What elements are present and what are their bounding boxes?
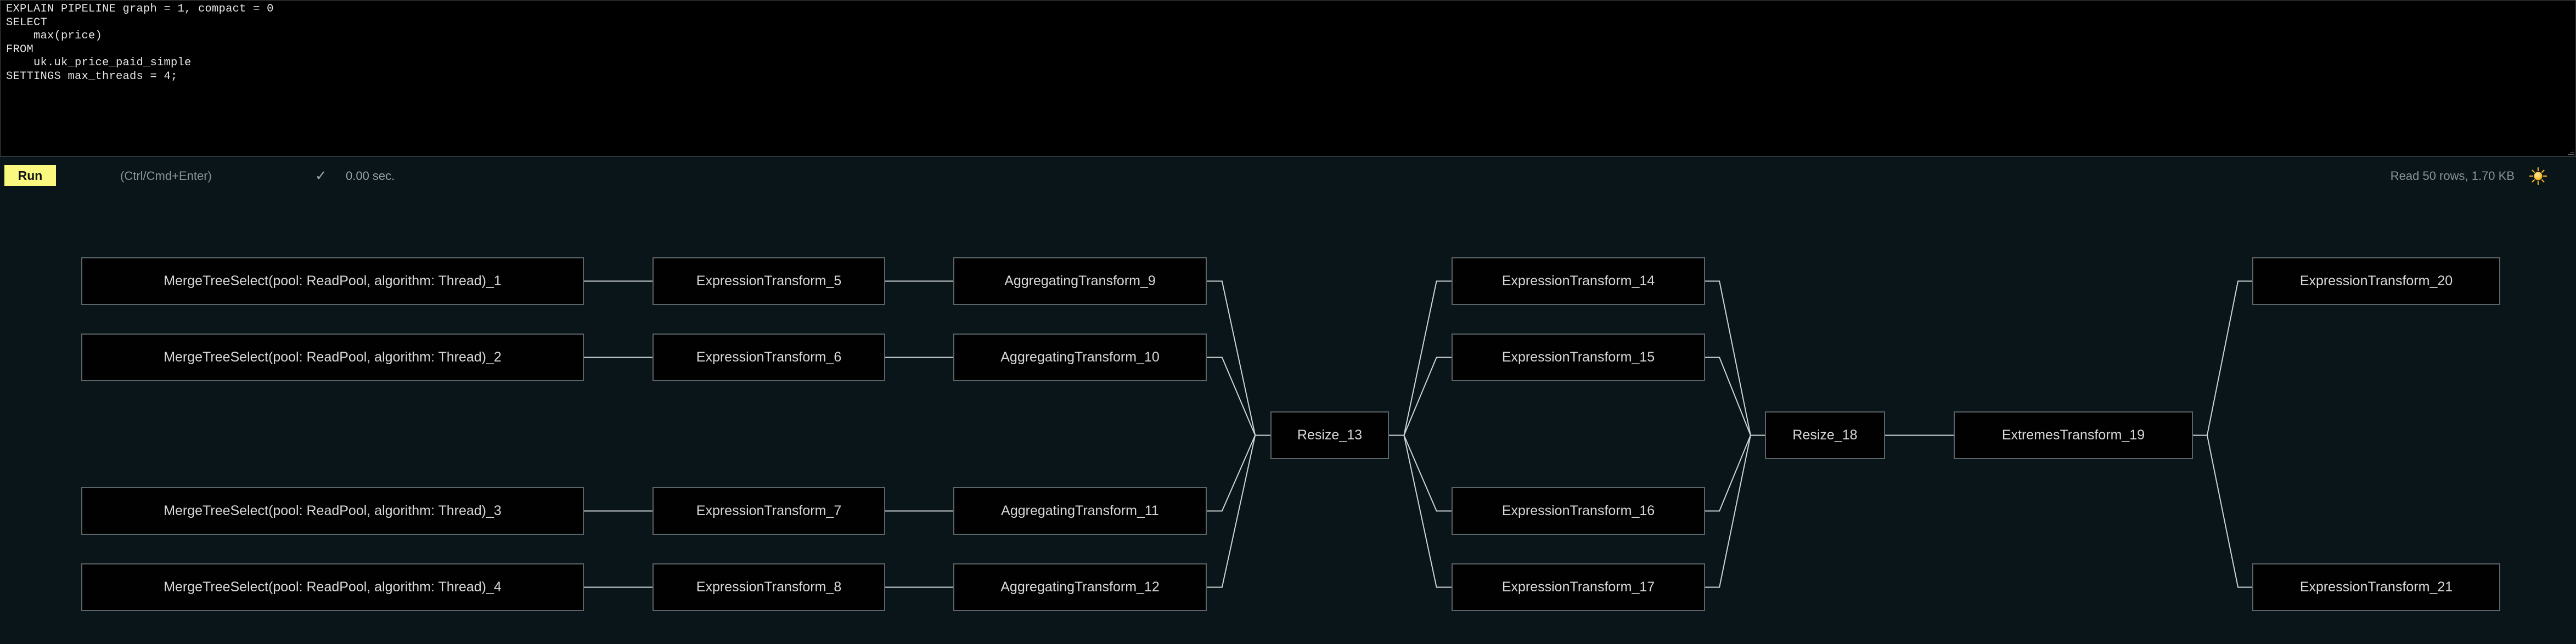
elapsed-time-label: 0.00 sec. xyxy=(346,169,395,183)
graph-edge xyxy=(1207,280,1270,436)
sql-query-editor[interactable]: EXPLAIN PIPELINE graph = 1, compact = 0 … xyxy=(0,0,2576,157)
graph-node-label: ExtremesTransform_19 xyxy=(2001,427,2145,443)
sql-query-text[interactable]: EXPLAIN PIPELINE graph = 1, compact = 0 … xyxy=(6,3,274,83)
graph-node-label: AggregatingTransform_12 xyxy=(1000,579,1160,595)
graph-node[interactable]: ExpressionTransform_5 xyxy=(653,257,885,305)
graph-node-label: ExpressionTransform_21 xyxy=(2299,579,2453,595)
graph-node[interactable]: ExpressionTransform_15 xyxy=(1452,334,1705,381)
graph-node[interactable]: ExpressionTransform_8 xyxy=(653,563,885,611)
graph-node-label: MergeTreeSelect(pool: ReadPool, algorith… xyxy=(164,349,502,365)
graph-node-label: AggregatingTransform_11 xyxy=(1001,503,1159,518)
graph-edge xyxy=(1389,280,1452,436)
checkmark-icon: ✓ xyxy=(315,167,327,184)
graph-node-label: AggregatingTransform_10 xyxy=(1000,349,1160,365)
graph-node[interactable]: ExpressionTransform_7 xyxy=(653,487,885,535)
graph-node-label: MergeTreeSelect(pool: ReadPool, algorith… xyxy=(164,579,502,595)
graph-node[interactable]: ExpressionTransform_16 xyxy=(1452,487,1705,535)
run-shortcut-hint: (Ctrl/Cmd+Enter) xyxy=(120,169,212,183)
graph-node-label: Resize_18 xyxy=(1792,427,1858,443)
graph-node[interactable]: AggregatingTransform_9 xyxy=(953,257,1207,305)
graph-node-label: ExpressionTransform_16 xyxy=(1501,503,1655,518)
graph-node[interactable]: ExpressionTransform_17 xyxy=(1452,563,1705,611)
graph-node-label: ExpressionTransform_14 xyxy=(1501,273,1655,289)
graph-node-label: ExpressionTransform_7 xyxy=(696,503,842,518)
graph-edge xyxy=(1705,434,1765,588)
graph-node-label: ExpressionTransform_5 xyxy=(696,273,842,289)
graph-node-label: ExpressionTransform_15 xyxy=(1501,349,1655,365)
graph-node[interactable]: ExpressionTransform_14 xyxy=(1452,257,1705,305)
graph-node-label: ExpressionTransform_20 xyxy=(2299,273,2453,289)
resize-line xyxy=(2568,154,2574,155)
read-stats-label: Read 50 rows, 1.70 KB xyxy=(2390,169,2515,183)
graph-edge-layer xyxy=(584,280,2252,588)
sun-icon[interactable] xyxy=(2529,167,2547,185)
graph-edge xyxy=(2193,434,2252,588)
graph-node-label: ExpressionTransform_6 xyxy=(696,349,842,365)
graph-node-label: MergeTreeSelect(pool: ReadPool, algorith… xyxy=(164,273,502,289)
graph-node[interactable]: AggregatingTransform_12 xyxy=(953,563,1207,611)
graph-node-label: ExpressionTransform_8 xyxy=(696,579,842,595)
graph-node[interactable]: ExpressionTransform_6 xyxy=(653,334,885,381)
graph-node[interactable]: AggregatingTransform_11 xyxy=(953,487,1207,535)
graph-node[interactable]: Resize_13 xyxy=(1270,411,1389,459)
graph-edge xyxy=(1389,357,1452,436)
graph-edge xyxy=(1389,434,1452,512)
graph-edge xyxy=(1207,434,1270,588)
graph-node-label: Resize_13 xyxy=(1297,427,1363,443)
graph-edge xyxy=(1389,434,1452,588)
graph-edge xyxy=(1207,434,1270,512)
graph-node-label: AggregatingTransform_9 xyxy=(1004,273,1156,289)
editor-resize-handle[interactable] xyxy=(2567,148,2574,155)
pipeline-graph-canvas[interactable]: MergeTreeSelect(pool: ReadPool, algorith… xyxy=(0,191,2576,644)
graph-node-label: ExpressionTransform_17 xyxy=(1501,579,1655,595)
graph-edge xyxy=(1705,357,1765,436)
graph-edge xyxy=(2193,280,2252,436)
graph-node-label: MergeTreeSelect(pool: ReadPool, algorith… xyxy=(164,503,502,518)
graph-node[interactable]: MergeTreeSelect(pool: ReadPool, algorith… xyxy=(81,334,584,381)
graph-node[interactable]: Resize_18 xyxy=(1765,411,1885,459)
graph-node[interactable]: MergeTreeSelect(pool: ReadPool, algorith… xyxy=(81,487,584,535)
graph-node[interactable]: MergeTreeSelect(pool: ReadPool, algorith… xyxy=(81,257,584,305)
query-toolbar: Run (Ctrl/Cmd+Enter) ✓ 0.00 sec. Read 50… xyxy=(0,160,2576,191)
graph-edge xyxy=(1207,357,1270,436)
graph-node[interactable]: MergeTreeSelect(pool: ReadPool, algorith… xyxy=(81,563,584,611)
graph-node[interactable]: ExpressionTransform_20 xyxy=(2252,257,2500,305)
graph-node[interactable]: AggregatingTransform_10 xyxy=(953,334,1207,381)
graph-edge xyxy=(1705,280,1765,436)
run-button[interactable]: Run xyxy=(4,165,56,186)
graph-node[interactable]: ExpressionTransform_21 xyxy=(2252,563,2500,611)
graph-edge xyxy=(1705,434,1765,512)
graph-node[interactable]: ExtremesTransform_19 xyxy=(1954,411,2193,459)
